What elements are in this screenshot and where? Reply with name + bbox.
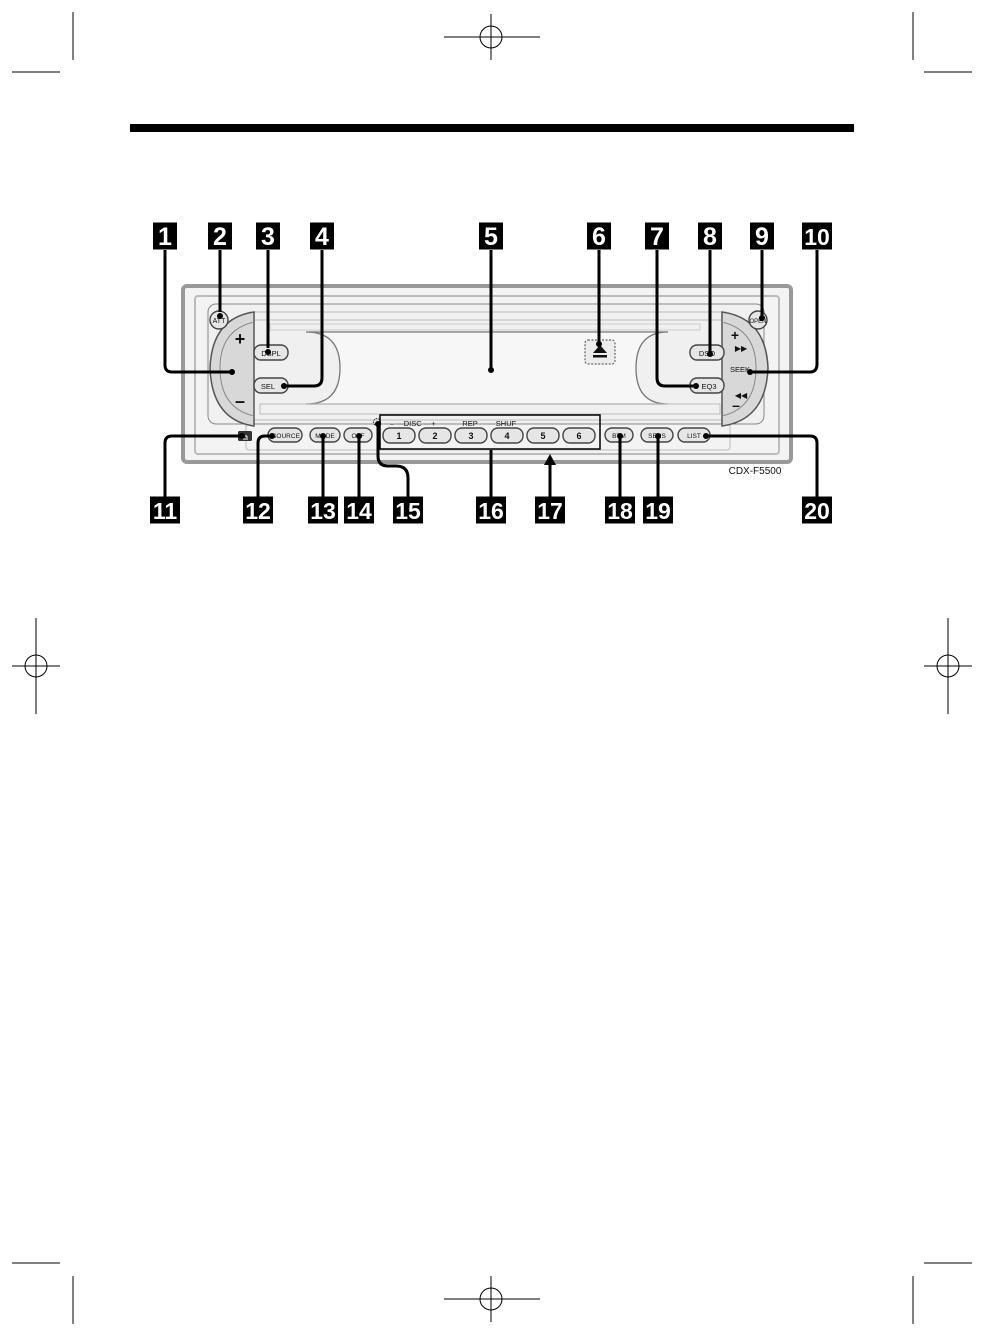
callout-9-label: 9	[755, 223, 769, 251]
callout-2-label: 2	[213, 223, 227, 251]
dspl-button[interactable]: DSPL	[253, 344, 289, 361]
callout-8: 8	[698, 222, 722, 251]
callout-11: 11	[150, 496, 180, 524]
preset-button-6-label: 6	[576, 431, 581, 441]
preset-group: – ···DISC ···+ REP SHUF 1 2 3 4 5 6	[379, 414, 601, 450]
seek-minus-label: –	[732, 397, 740, 413]
callout-2: 2	[208, 222, 232, 251]
callout-1-label: 1	[158, 223, 172, 251]
callout-17-label: 17	[537, 498, 563, 524]
callout-14-label: 14	[346, 498, 372, 524]
disc-label: – ···DISC ···+	[390, 419, 436, 428]
preset-button-3[interactable]: 3	[454, 427, 488, 444]
att-button[interactable]: ATT	[209, 310, 229, 330]
callout-10: 10	[802, 222, 832, 250]
callout-3-label: 3	[261, 223, 275, 251]
callout-12: 12	[243, 496, 273, 524]
preset-button-2-label: 2	[432, 431, 437, 441]
callout-3: 3	[256, 222, 280, 251]
arrow-17-head	[544, 454, 556, 465]
preset-button-2[interactable]: 2	[418, 427, 452, 444]
callout-18-label: 18	[607, 498, 633, 524]
callout-18: 18	[605, 496, 635, 524]
preset-button-1-label: 1	[396, 431, 401, 441]
callout-19-label: 19	[645, 498, 671, 524]
callout-13-label: 13	[310, 498, 336, 524]
callout-7-label: 7	[650, 223, 664, 251]
shuf-label: SHUF	[496, 419, 517, 428]
eject-icon	[593, 345, 607, 353]
dso-button[interactable]: DSO	[689, 344, 725, 361]
callout-12-label: 12	[245, 498, 271, 524]
header-rule	[130, 124, 854, 132]
callout-7: 7	[645, 222, 669, 251]
preset-button-4-label: 4	[504, 431, 509, 441]
callout-6-label: 6	[592, 223, 606, 251]
callout-6: 6	[587, 222, 611, 251]
preset-button-5[interactable]: 5	[526, 427, 560, 444]
preset-button-3-label: 3	[468, 431, 473, 441]
callout-11-label: 11	[153, 498, 178, 524]
callout-leaders	[163, 250, 819, 498]
callout-16: 16	[476, 496, 506, 524]
sel-label: SEL	[261, 382, 275, 391]
preset-button-1[interactable]: 1	[382, 427, 416, 444]
callout-19: 19	[643, 496, 673, 524]
rep-label: REP	[462, 419, 477, 428]
callout-15-label: 15	[395, 498, 421, 524]
callout-4: 4	[310, 222, 334, 251]
registration-marks	[12, 12, 972, 1324]
callout-14: 14	[344, 496, 374, 524]
seek-plus-label: +	[731, 327, 739, 343]
volume-minus-label: –	[235, 391, 245, 411]
callout-16-label: 16	[478, 498, 504, 524]
open-label: OPEN	[749, 319, 766, 325]
callout-9: 9	[750, 222, 774, 251]
callout-20: 20	[802, 496, 832, 524]
eq3-label: EQ3	[701, 382, 716, 391]
dspl-label: DSPL	[261, 349, 281, 358]
callout-5: 5	[479, 222, 503, 251]
leader-dots	[217, 313, 765, 439]
callout-8-label: 8	[703, 223, 717, 251]
preset-button-4[interactable]: 4	[490, 427, 524, 444]
callout-20-label: 20	[804, 498, 830, 524]
previous-track-icon: ◀◀	[735, 391, 748, 400]
model-name: CDX-F5500	[729, 466, 782, 477]
list-label: LIST	[687, 433, 701, 440]
preset-button-5-label: 5	[540, 431, 545, 441]
callout-15: 15	[393, 496, 423, 524]
callout-1: 1	[153, 222, 177, 251]
callout-10-label: 10	[804, 224, 830, 250]
source-label: SOURCE	[272, 433, 300, 440]
release-icon: ⧉	[242, 433, 248, 442]
callout-5-label: 5	[484, 223, 498, 251]
callout-13: 13	[308, 496, 338, 524]
seek-rocker[interactable]: + ▶▶ SEEK ◀◀ –	[721, 311, 769, 427]
faceplate	[181, 284, 793, 464]
callout-4-label: 4	[315, 223, 329, 251]
seek-label: SEEK	[730, 365, 750, 374]
callout-17: 17	[535, 496, 565, 524]
volume-plus-label: +	[235, 329, 246, 349]
open-button[interactable]: OPEN	[748, 310, 768, 330]
att-label: ATT	[213, 318, 226, 325]
preset-button-6[interactable]: 6	[562, 427, 596, 444]
next-track-icon: ▶▶	[735, 344, 748, 353]
